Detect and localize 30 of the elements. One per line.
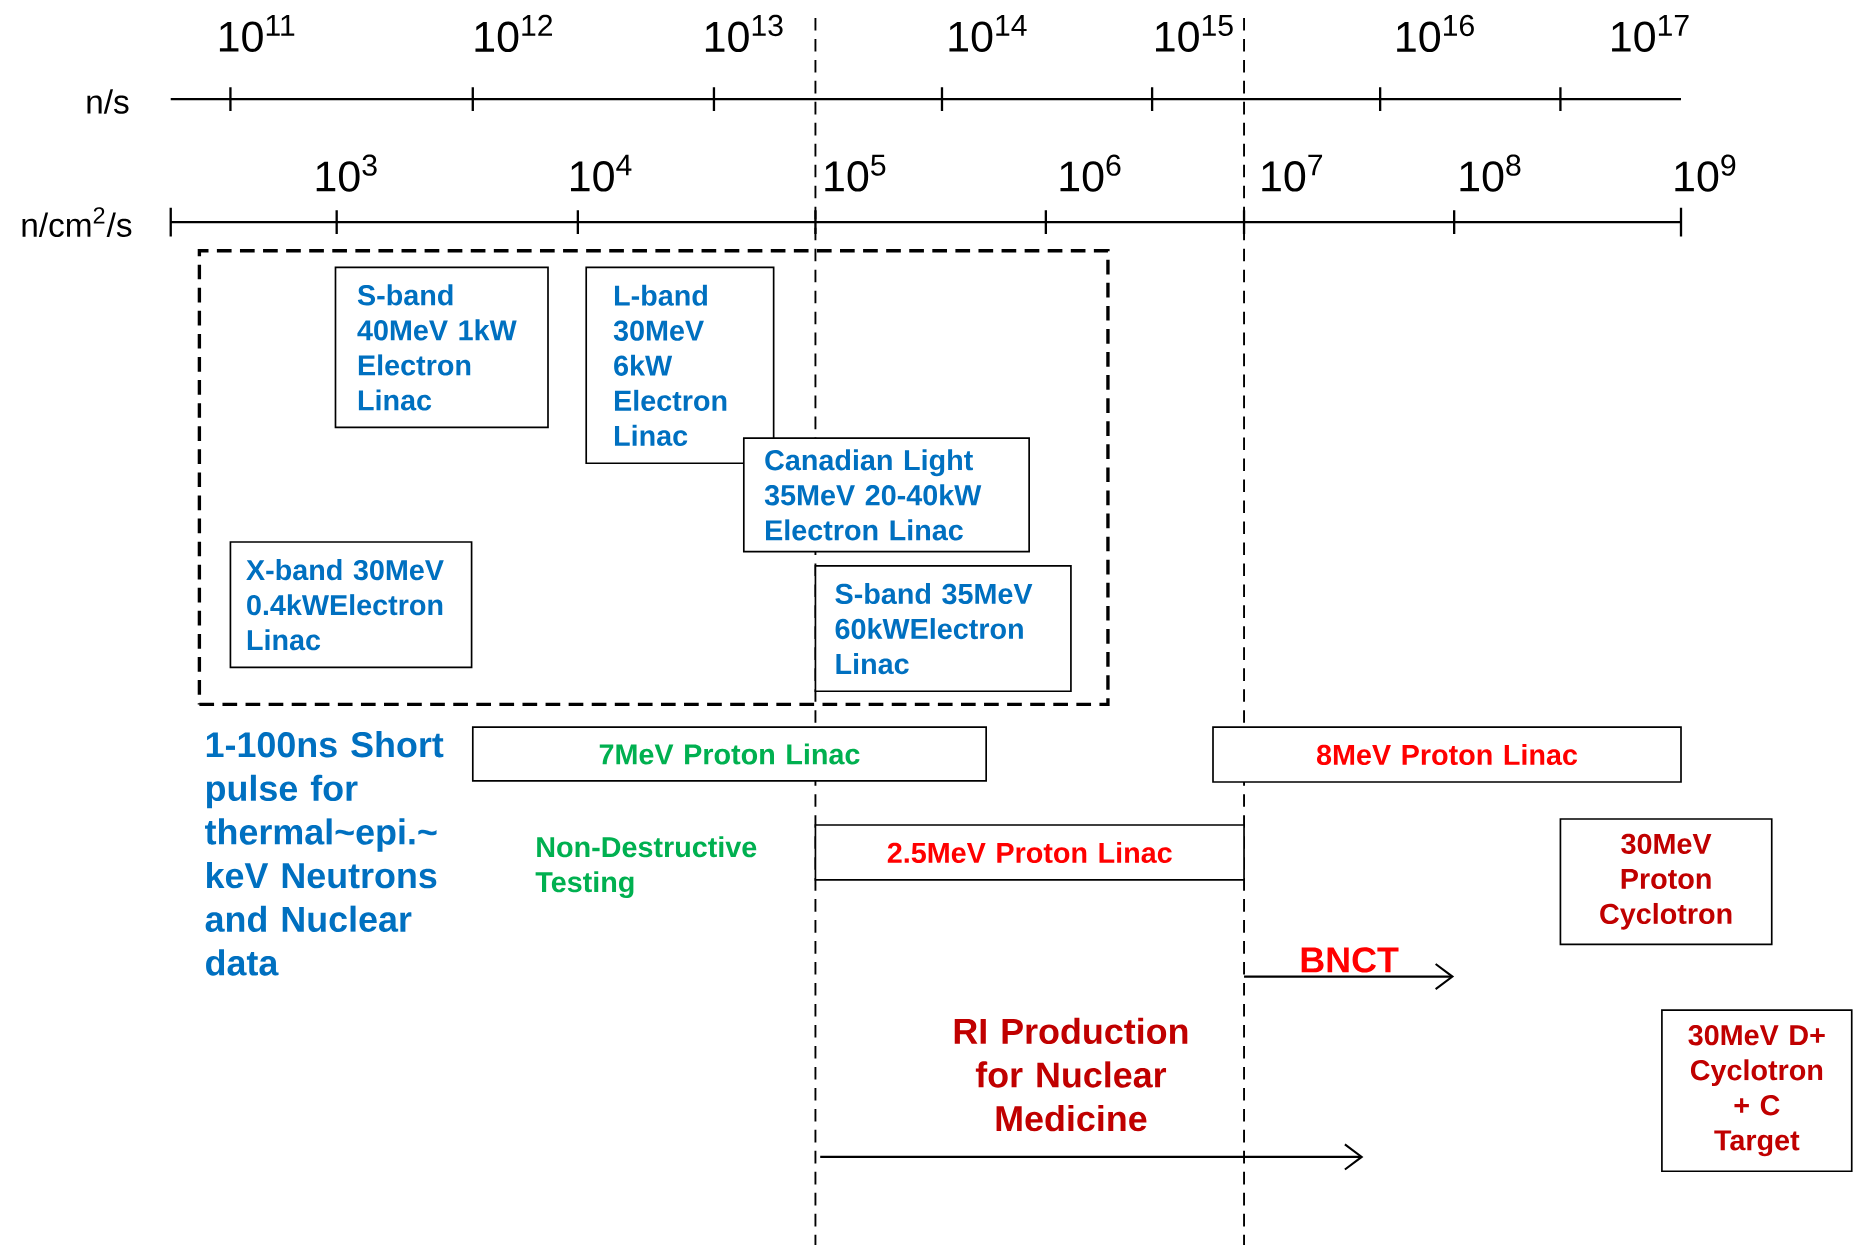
dashed-region bbox=[197, 248, 1110, 706]
device-box: 2.5MeV Proton Linac bbox=[814, 824, 1245, 881]
device-box: S-band 40MeV 1kW Electron Linac bbox=[334, 266, 549, 429]
tick-label: 10$^{3}$ bbox=[316, 154, 377, 192]
tick-label: 10$^{13}$ bbox=[705, 14, 783, 52]
device-box: S-band 35MeV 60kWElectron Linac bbox=[814, 564, 1072, 692]
tick-label: 10$^{14}$ bbox=[949, 14, 1027, 52]
axis-label: n/cm$^{2}$/s bbox=[22, 207, 132, 237]
tick-label: 10$^{9}$ bbox=[1675, 154, 1736, 192]
tick-label: 10$^{16}$ bbox=[1397, 14, 1474, 52]
device-box: 8MeV Proton Linac bbox=[1212, 726, 1682, 783]
device-box: 30MeV D+ Cyclotron + C Target bbox=[1661, 1009, 1853, 1172]
tick-label: 10$^{8}$ bbox=[1460, 154, 1521, 192]
tick-label: 10$^{15}$ bbox=[1156, 14, 1233, 52]
tick-label: 10$^{11}$ bbox=[219, 14, 295, 52]
device-box: 7MeV Proton Linac bbox=[471, 726, 987, 782]
tick-label: 10$^{7}$ bbox=[1262, 154, 1323, 192]
note: Non-Destructive Testing bbox=[535, 836, 757, 898]
range-label: BNCT bbox=[1301, 947, 1399, 973]
tick-label: 10$^{12}$ bbox=[475, 14, 552, 52]
range-label: RI Production for Nuclear Medicine bbox=[954, 1017, 1188, 1132]
tick-label: 10$^{4}$ bbox=[571, 154, 632, 192]
tick-label: 10$^{17}$ bbox=[1612, 14, 1689, 52]
tick-label: 10$^{5}$ bbox=[825, 154, 886, 192]
device-box: Canadian Light 35MeV 20-40kW Electron Linac bbox=[742, 437, 1030, 553]
device-box: 30MeV Proton Cyclotron bbox=[1559, 818, 1773, 946]
tick-label: 10$^{6}$ bbox=[1060, 154, 1121, 192]
big-note: 1-100ns Short pulse for thermal~epi.~ keV Neutrons and Nuclear data bbox=[205, 731, 444, 976]
axis-label: n/s bbox=[87, 89, 129, 114]
device-box: X-band 30MeV 0.4kWElectron Linac bbox=[229, 541, 473, 669]
